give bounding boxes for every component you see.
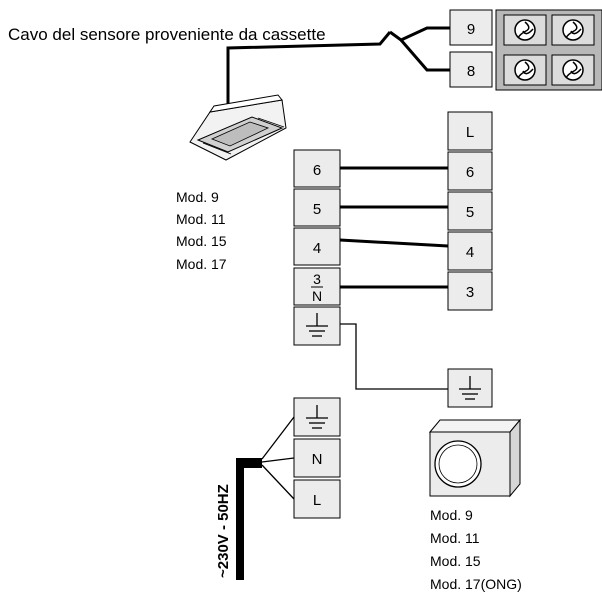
supply-terminal-l: L	[313, 492, 321, 509]
supply-label: ~230V - 50HZ	[215, 484, 232, 578]
outdoor-model-label: Mod. 9	[430, 507, 473, 523]
fan-icon	[551, 14, 595, 46]
sensor-cable	[226, 31, 392, 108]
supply-wire-n	[261, 457, 295, 463]
indoor-model-label: Mod. 9	[176, 189, 219, 205]
outdoor-terminal-l: L	[466, 124, 474, 141]
outdoor-model-label: Mod. 15	[430, 553, 481, 569]
ground-icon	[306, 405, 328, 429]
outdoor-model-label: Mod. 17(ONG)	[430, 576, 522, 592]
indoor-terminal-strip: 6 5 4 3 N	[293, 149, 341, 346]
sensor-terminal-8: 8	[467, 63, 475, 80]
outdoor-terminal-5: 5	[466, 204, 474, 221]
outdoor-ground-terminal	[447, 368, 493, 408]
supply-wire-l	[261, 464, 295, 500]
sensor-caption: Cavo del sensore proveniente da cassette	[8, 25, 326, 44]
ground-wire	[340, 323, 448, 390]
sensor-terminal-block: 9 8	[449, 9, 602, 91]
outdoor-unit-icon	[428, 418, 522, 498]
indoor-terminal-3: 3	[313, 271, 321, 287]
outdoor-terminal-4: 4	[466, 244, 474, 261]
outdoor-terminal-3: 3	[466, 284, 474, 301]
sensor-wire-8	[399, 39, 450, 72]
supply-wire-ground	[261, 416, 295, 460]
supply-terminal-n: N	[312, 451, 323, 468]
ground-icon	[306, 313, 328, 337]
outdoor-model-label: Mod. 11	[430, 530, 480, 546]
fan-icon	[503, 54, 547, 86]
indoor-terminal-5: 5	[313, 201, 321, 218]
ground-icon	[459, 376, 481, 400]
indoor-model-label: Mod. 11	[176, 211, 226, 227]
sensor-wire-9	[389, 26, 450, 42]
outdoor-terminal-6: 6	[466, 164, 474, 181]
supply-cable	[236, 458, 262, 580]
wire-4	[339, 238, 449, 248]
cassette-unit-icon	[189, 94, 287, 161]
sensor-terminal-9: 9	[467, 21, 475, 38]
fan-icon	[503, 14, 547, 46]
indoor-model-label: Mod. 15	[176, 233, 227, 249]
supply-terminal-strip: N L	[293, 397, 341, 519]
indoor-model-label: Mod. 17	[176, 256, 227, 272]
outdoor-terminal-strip: L 6 5 4 3	[447, 111, 493, 311]
fan-icon	[551, 54, 595, 86]
indoor-terminal-4: 4	[313, 240, 321, 257]
indoor-terminal-n: N	[312, 288, 322, 304]
indoor-terminal-6: 6	[313, 162, 321, 179]
